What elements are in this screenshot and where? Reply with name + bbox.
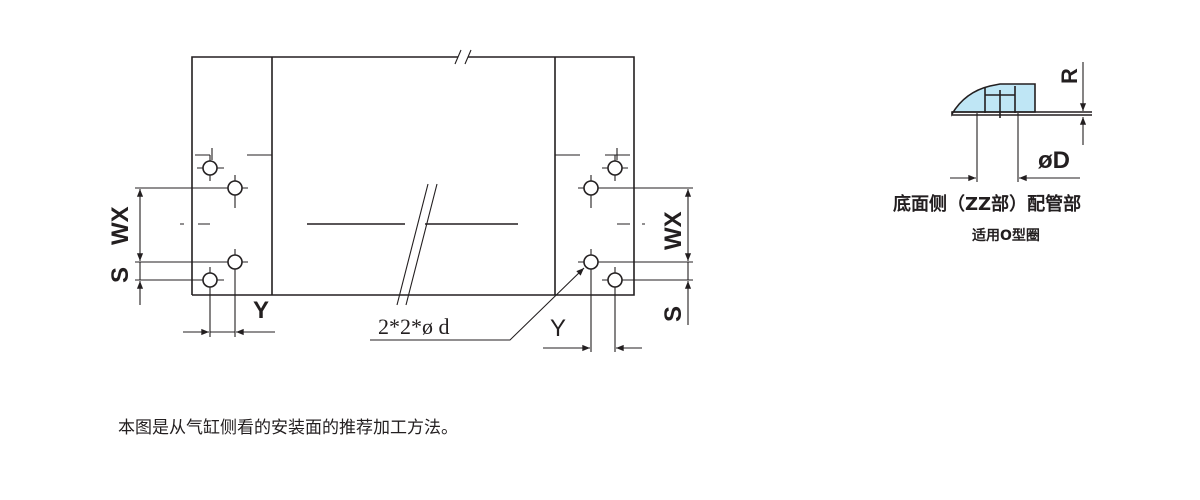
dim-label-wx-right: WX — [660, 211, 687, 250]
dim-label-y-left: Y — [253, 297, 269, 324]
port-detail — [950, 62, 1092, 182]
mounting-holes — [197, 155, 628, 288]
detail-caption-subtitle: 适用O型圈 — [972, 228, 1040, 244]
footnote: 本图是从气缸侧看的安装面的推荐加工方法。 — [118, 418, 458, 438]
right-dimensions — [370, 187, 693, 352]
dim-label-s-left: S — [107, 267, 134, 283]
dim-label-r: R — [1057, 68, 1082, 84]
detail-caption-title: 底面侧（ZZ部）配管部 — [893, 194, 1082, 215]
port-section-fill — [951, 83, 1036, 117]
dim-label-od: øD — [1038, 147, 1070, 174]
left-dimensions — [135, 187, 275, 337]
cylinder-outline — [180, 49, 645, 306]
dim-label-y-right: Y — [550, 315, 566, 342]
dim-label-wx-left: WX — [107, 206, 134, 245]
hole-spec-label: 2*2*ø d — [378, 314, 450, 339]
dim-label-s-right: S — [660, 306, 687, 322]
